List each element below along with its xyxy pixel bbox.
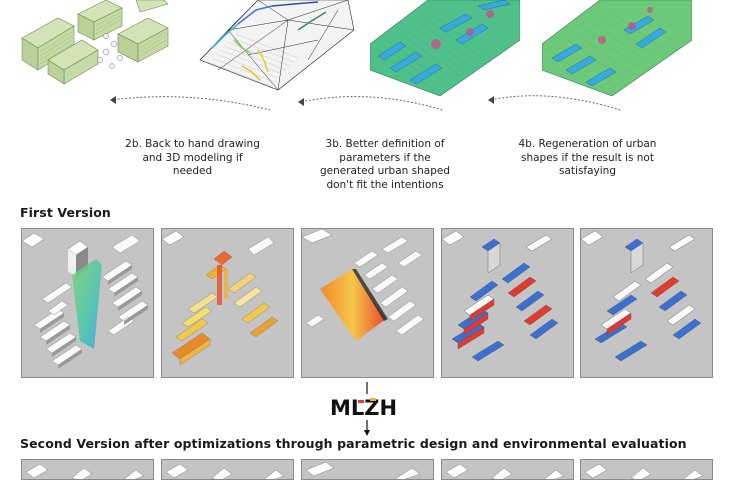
caption-hand-drawing: 2b. Back to hand drawing and 3D modeling… xyxy=(125,138,260,177)
second-version-panel-1 xyxy=(21,459,154,480)
arrow-head-3 xyxy=(488,96,494,104)
first-version-panel-3 xyxy=(301,228,434,378)
mlzh-logo: MLZH xyxy=(330,396,408,420)
first-version-panel-5 xyxy=(580,228,713,378)
first-version-panel-4 xyxy=(441,228,574,378)
logo-text: MLZH xyxy=(330,396,397,420)
second-version-panel-3 xyxy=(301,459,434,480)
down-arrow xyxy=(364,382,370,436)
caption-regeneration: 4b. Regeneration of urban shapes if the … xyxy=(518,138,657,177)
second-version-panel-2 xyxy=(161,459,294,480)
second-version-panel-4 xyxy=(441,459,574,480)
first-version-panel-1 xyxy=(21,228,154,378)
feedback-arrows xyxy=(110,95,621,111)
arrow-head-1 xyxy=(110,96,116,104)
triangulated-wireframe-model xyxy=(198,0,358,96)
second-version-title: Second Version after optimizations throu… xyxy=(20,436,687,451)
first-version-title: First Version xyxy=(20,205,111,220)
caption-parameters: 3b. Better definition of parameters if t… xyxy=(320,138,450,191)
first-version-panel-2 xyxy=(161,228,294,378)
second-version-panel-5 xyxy=(580,459,713,480)
mesh-analysis-model-2 xyxy=(541,0,693,97)
arrow-head-2 xyxy=(298,98,304,106)
hand-drawing-massing-model xyxy=(18,0,190,96)
